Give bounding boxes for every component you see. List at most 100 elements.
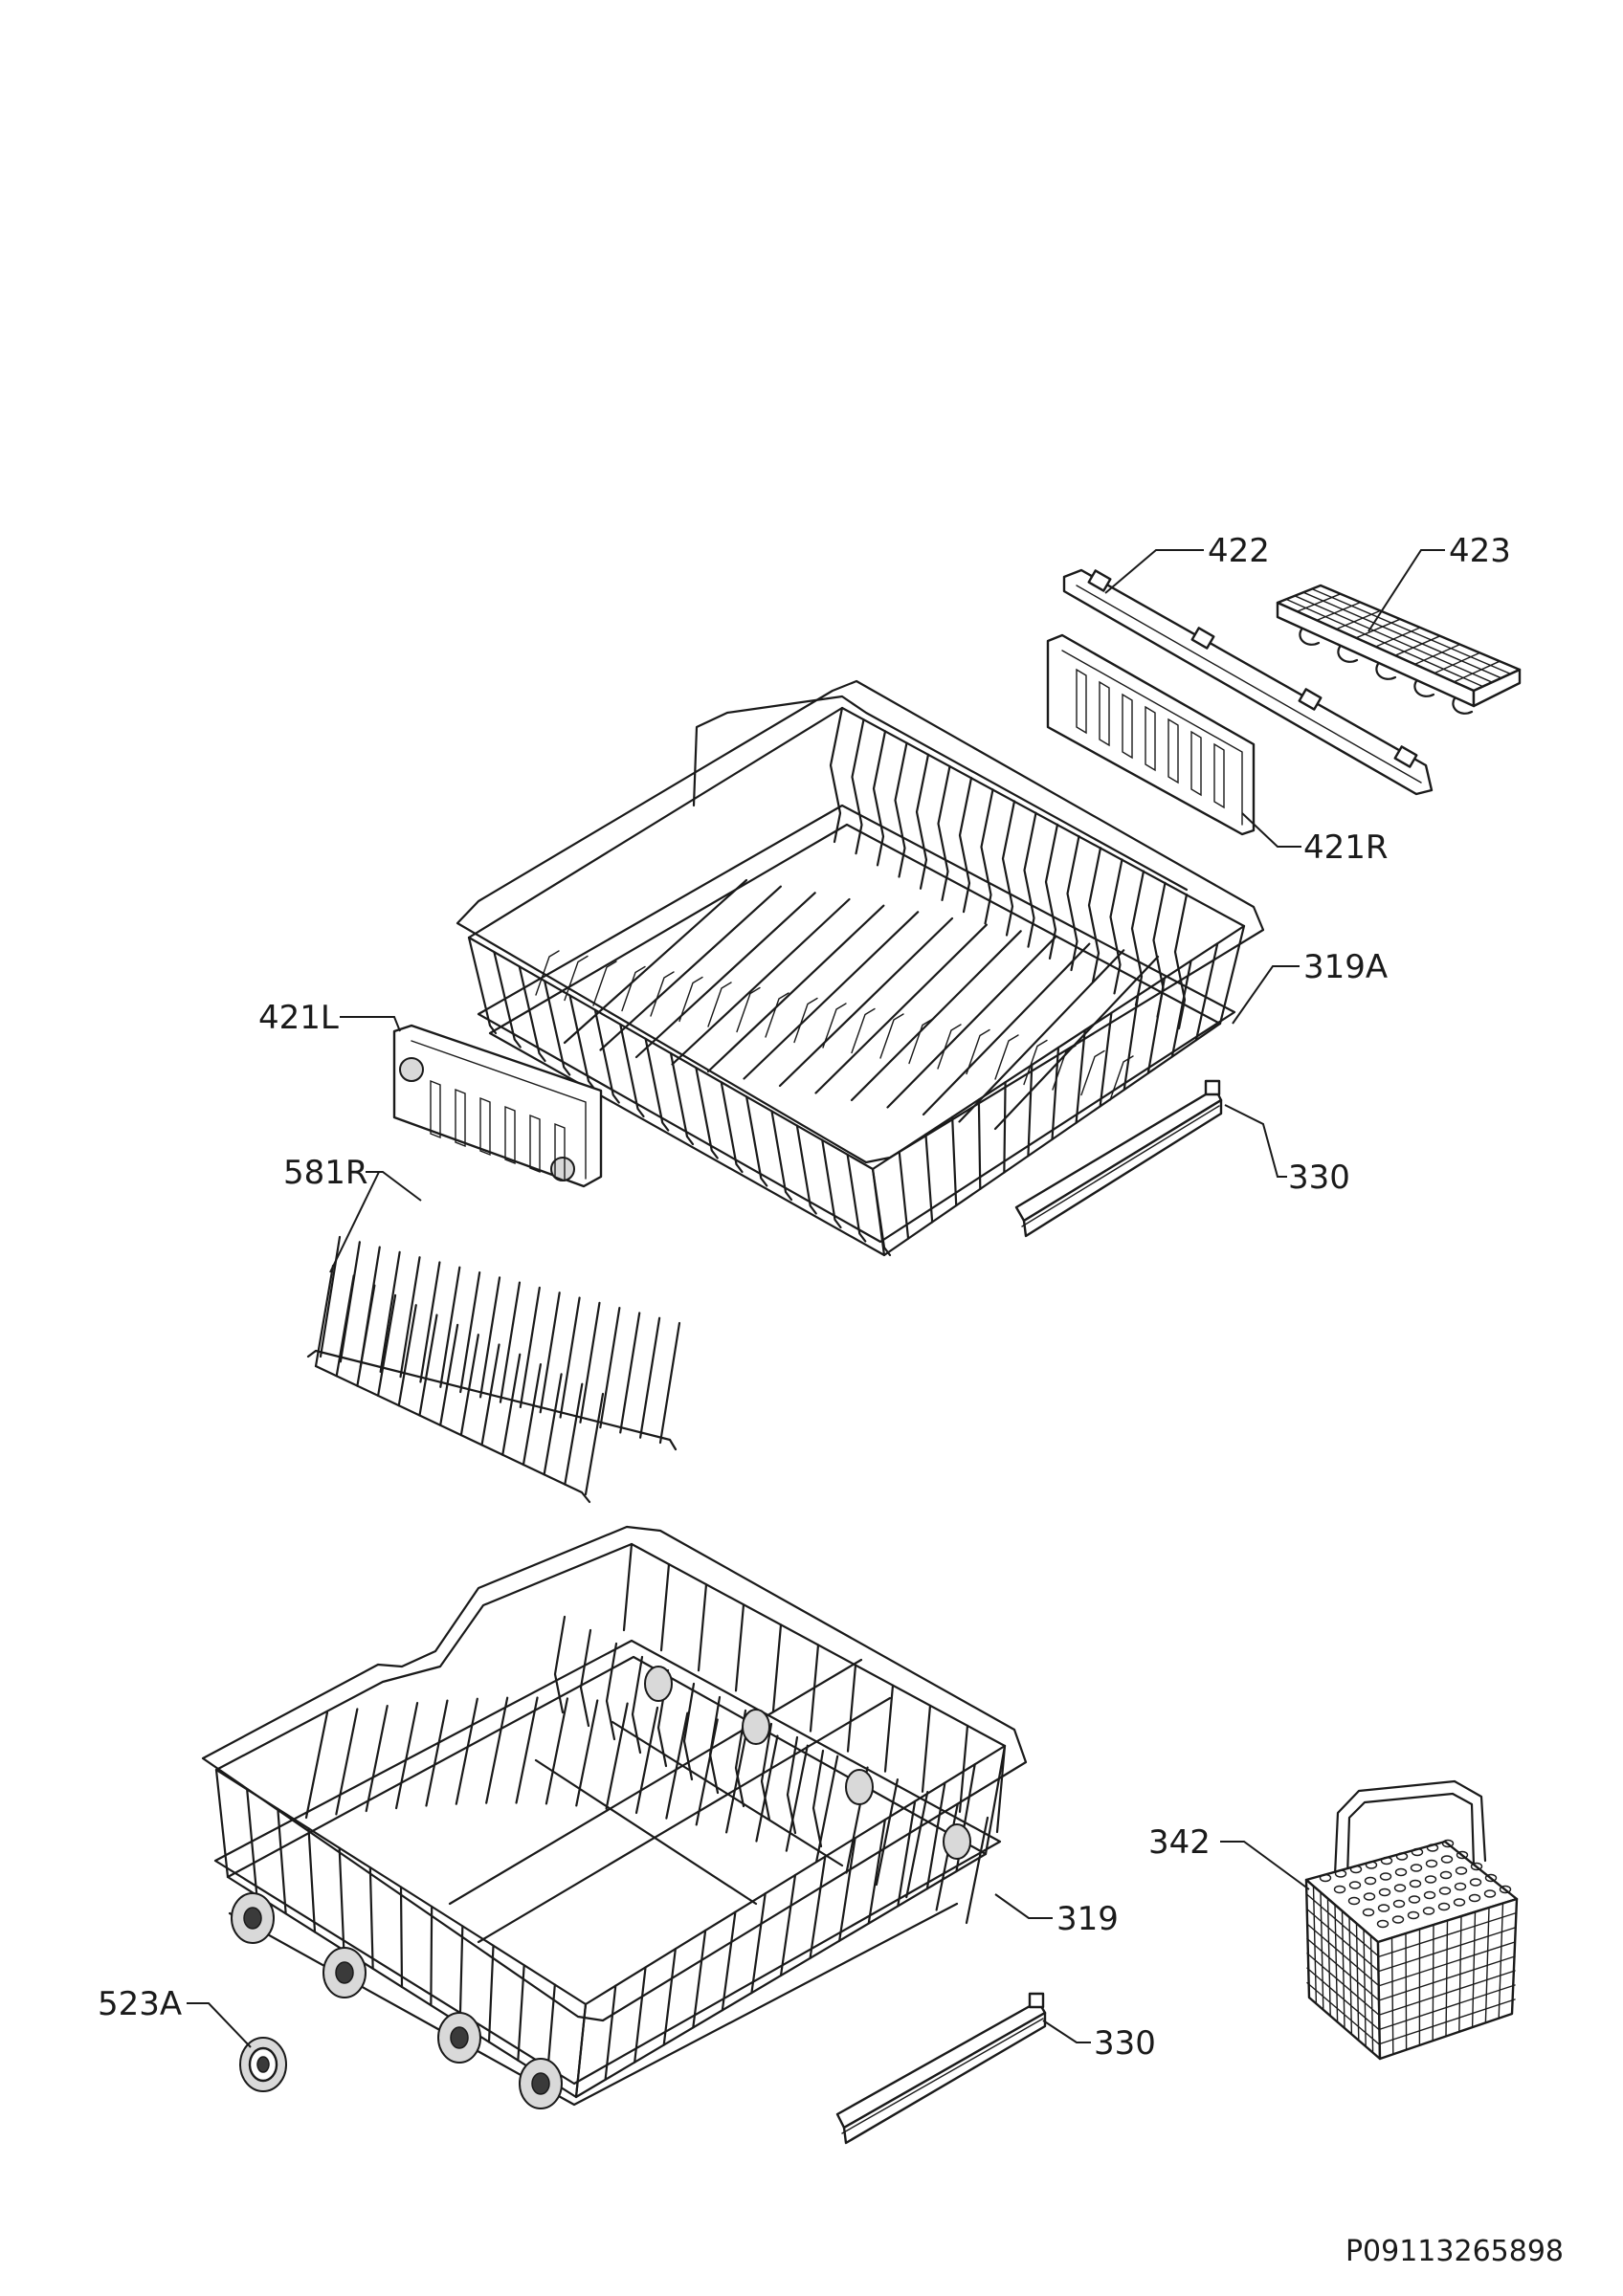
tray-grid-line [1374,627,1421,648]
rack-tine [539,1292,561,1414]
lower-basket-center-tine [605,1642,618,1741]
lower-basket-base-line [611,1720,844,1867]
basket-mesh-line [1378,1955,1516,2001]
panel-right-slot [1167,718,1179,784]
basket-hole [1377,1904,1390,1912]
basket-hole [1379,1872,1392,1881]
basket-hole [1424,1875,1437,1884]
lower-basket-upright [779,1873,797,1977]
lower-basket-upright [307,1827,317,1933]
lower-basket-upright [750,1892,767,1995]
lower-basket-back-upright [958,1724,969,1813]
basket-hole [1425,1859,1438,1868]
rack-tine [419,1261,441,1383]
lower-basket-upright [458,1925,464,2025]
upper-basket-rib [564,955,589,1002]
lower-basket-center-tine [553,1615,567,1714]
lower-basket-upright [338,1846,345,1952]
basket-hole [1423,1890,1436,1900]
rack-tine [478,1276,501,1399]
upper-basket-rib [822,1003,847,1049]
upper-basket-back-tine [1152,881,1167,1018]
upper-basket-tine [634,892,816,1059]
rack-tine [599,1307,621,1429]
tray-grid-line [1285,598,1484,688]
basket-mesh-line [1378,1998,1516,2045]
upper-basket-side-upright [1051,1046,1060,1141]
lower-basket-upright [692,1929,707,2029]
basket-hole [1468,1893,1481,1903]
basket-hole [1362,1908,1375,1917]
basket-hole [1395,1852,1409,1861]
basket-hole [1426,1843,1439,1852]
part-319A-upper-basket [456,679,1265,1257]
lower-basket-base-line [477,1696,892,1944]
upper-basket-upright [846,1153,867,1243]
upper-basket-tine [958,949,1125,1123]
part-523A-wheel [239,2037,287,2092]
part-319-lower-basket [201,1525,1028,2109]
upper-basket-back-tine [980,788,994,925]
callout-423: 423 [1449,532,1511,570]
lower-basket-tine [365,1705,389,1813]
tray-grid-line [1311,587,1512,675]
upper-basket-rib [994,1034,1019,1080]
basket-hole [1411,1847,1424,1857]
lower-basket-wheels [231,1892,563,2109]
lower-basket-upright [399,1886,404,1989]
callout-319: 319 [1056,1900,1119,1938]
basket-mesh-line [1378,1970,1516,2016]
upper-basket-side-upright [1218,924,1246,1026]
upper-basket-upright [467,936,498,1035]
basket-mesh-line [1306,1909,1380,1973]
tray-grid-line [1335,609,1382,630]
basket-hole [1484,1873,1498,1883]
lower-basket-tine [304,1711,329,1820]
upper-basket-upright [745,1095,768,1187]
panel-right-slot [1099,680,1110,747]
upper-basket-upright [493,951,522,1049]
upper-basket-rib [535,950,560,996]
lower-basket-upright [246,1788,258,1897]
upper-basket-back-tine [958,777,973,914]
callout-319A: 319A [1303,948,1388,986]
rack-tine [314,1264,335,1368]
rack-tine [619,1312,641,1434]
lower-basket-tine [605,1702,629,1810]
basket-mesh-line [1306,1953,1380,2016]
upper-basket-side-upright [1075,1028,1086,1124]
basket-hole [1391,1915,1405,1924]
upper-basket-rib [937,1024,962,1070]
upper-basket-side-upright [871,1167,886,1257]
basket-hole [1470,1862,1483,1871]
upper-basket-rib [736,986,761,1033]
upper-basket-side-upright [1027,1064,1034,1158]
upper-basket-rib [879,1013,904,1059]
upper-basket-back-tine [1109,858,1123,995]
lower-basket-upright [517,1964,525,2062]
rack-tine [397,1304,417,1407]
rack-tine [459,1334,479,1437]
upper-basket-back-tine [829,706,844,844]
lower-basket-tine [394,1701,419,1810]
upper-basket-back-tine [894,741,908,878]
rack-tine [584,1392,605,1496]
rack-tine [639,1316,661,1439]
basket-hole [1394,1867,1408,1877]
callout-labels: 422 423 421R 319A 421L 581R 330 342 319 … [98,532,1511,2063]
upper-basket-side-upright [977,1098,982,1190]
upper-basket-back-tine [1001,800,1016,937]
callout-581R: 581R [283,1154,368,1192]
lower-basket-tine [935,1803,959,1911]
upper-basket-rib [707,982,732,1027]
upper-basket-rib [966,1028,990,1075]
callout-421R: 421R [1303,828,1389,867]
basket-hole [1364,1876,1377,1886]
lower-basket-tine [965,1816,989,1925]
part-342-cutlery-basket [1304,1779,1519,2061]
rack-tine [519,1286,541,1409]
upper-basket-tine [743,911,920,1080]
lower-basket-tine [455,1697,478,1805]
callout-421L: 421L [258,999,339,1037]
upper-basket-back-tine [1066,834,1080,972]
